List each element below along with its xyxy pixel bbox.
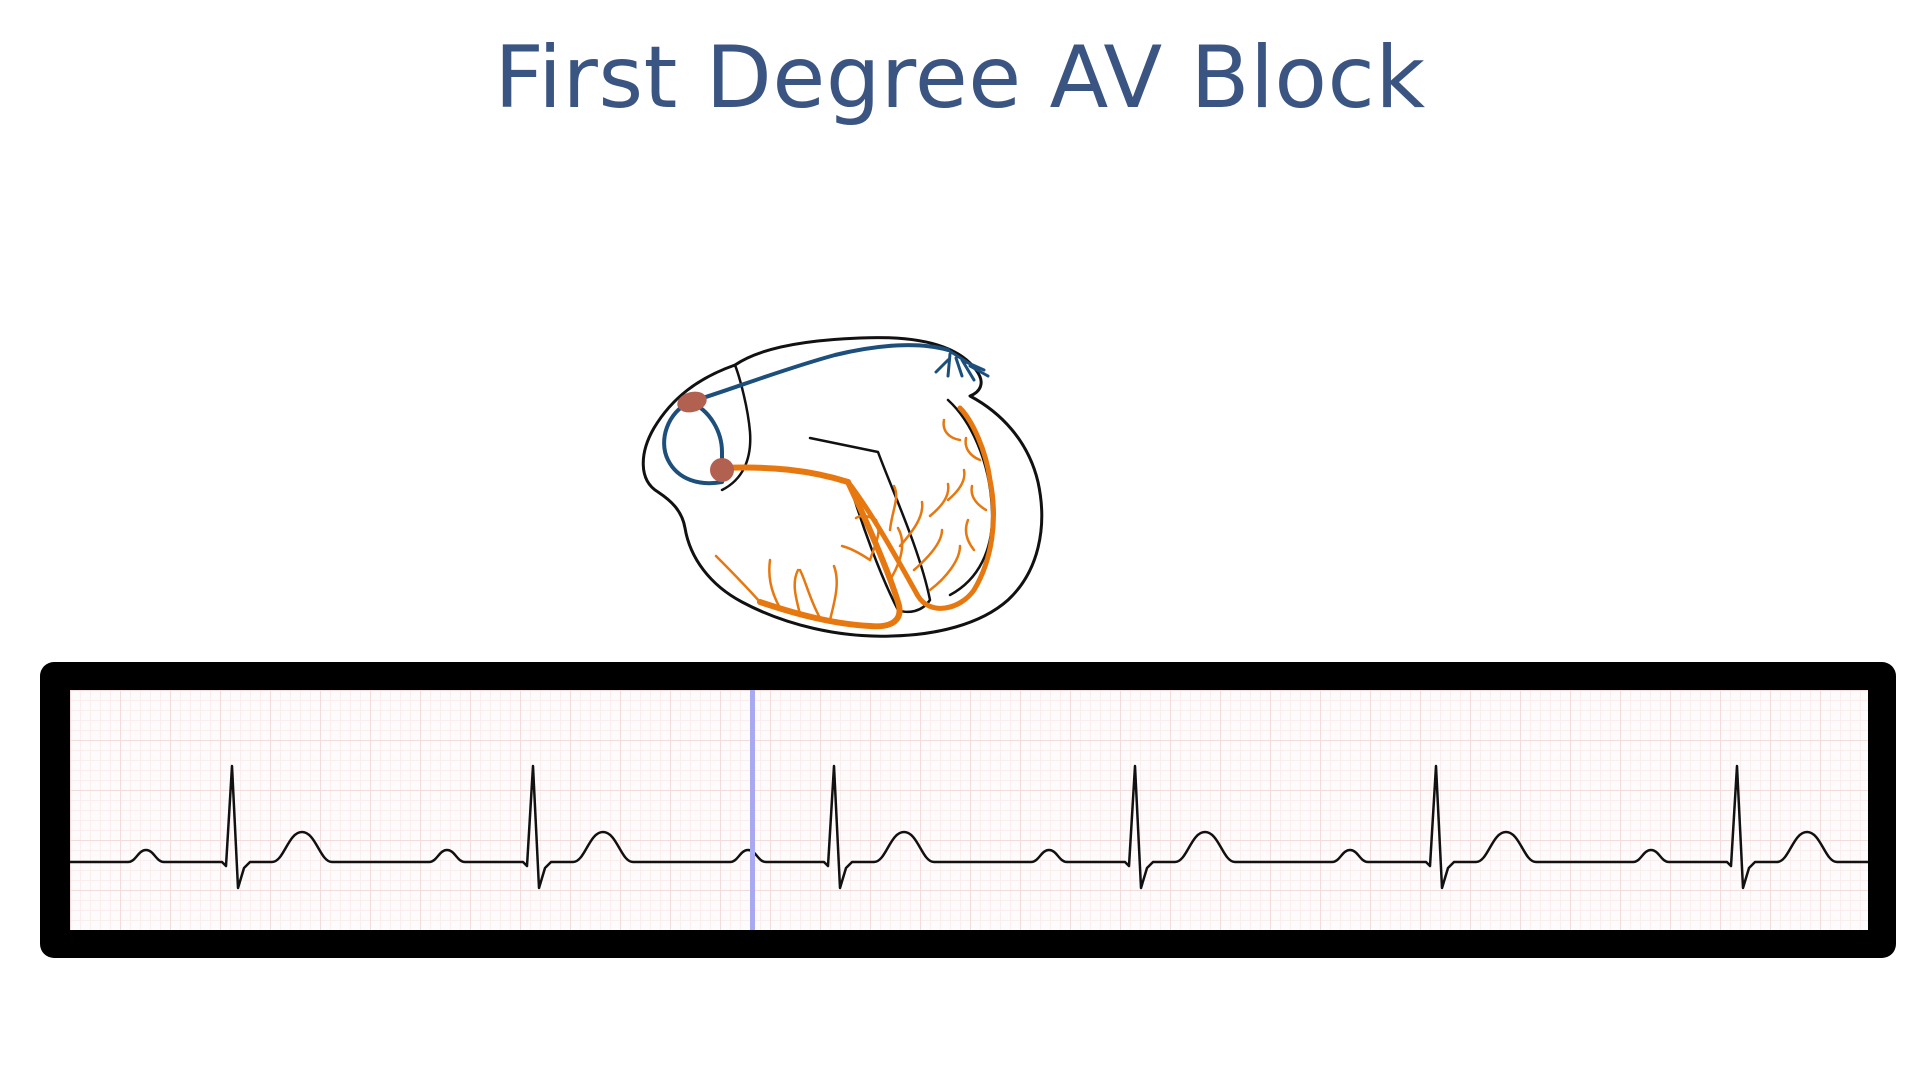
bundle-of-his — [719, 464, 851, 485]
slide-title: First Degree AV Block — [494, 28, 1426, 128]
heart-outline — [641, 336, 1044, 638]
heart-conduction-diagram — [641, 336, 1044, 638]
right-bundle-branch — [757, 479, 903, 630]
ecg-trace — [70, 764, 1868, 890]
ecg-waveform — [70, 764, 1868, 890]
left-bundle-branch — [845, 405, 996, 611]
sa-node — [677, 391, 707, 413]
atrial-branches — [934, 348, 990, 382]
atrial-septum-outline — [720, 363, 752, 492]
atrial-pathway-bachmann — [688, 343, 950, 404]
atrial-pathway-internodal — [688, 400, 724, 470]
sweep-cursor — [750, 690, 755, 930]
ecg-grid-paper — [70, 690, 1868, 930]
atrial-pathway-loop — [662, 400, 724, 486]
purkinje-fibers — [714, 418, 988, 622]
av-node — [710, 458, 734, 482]
